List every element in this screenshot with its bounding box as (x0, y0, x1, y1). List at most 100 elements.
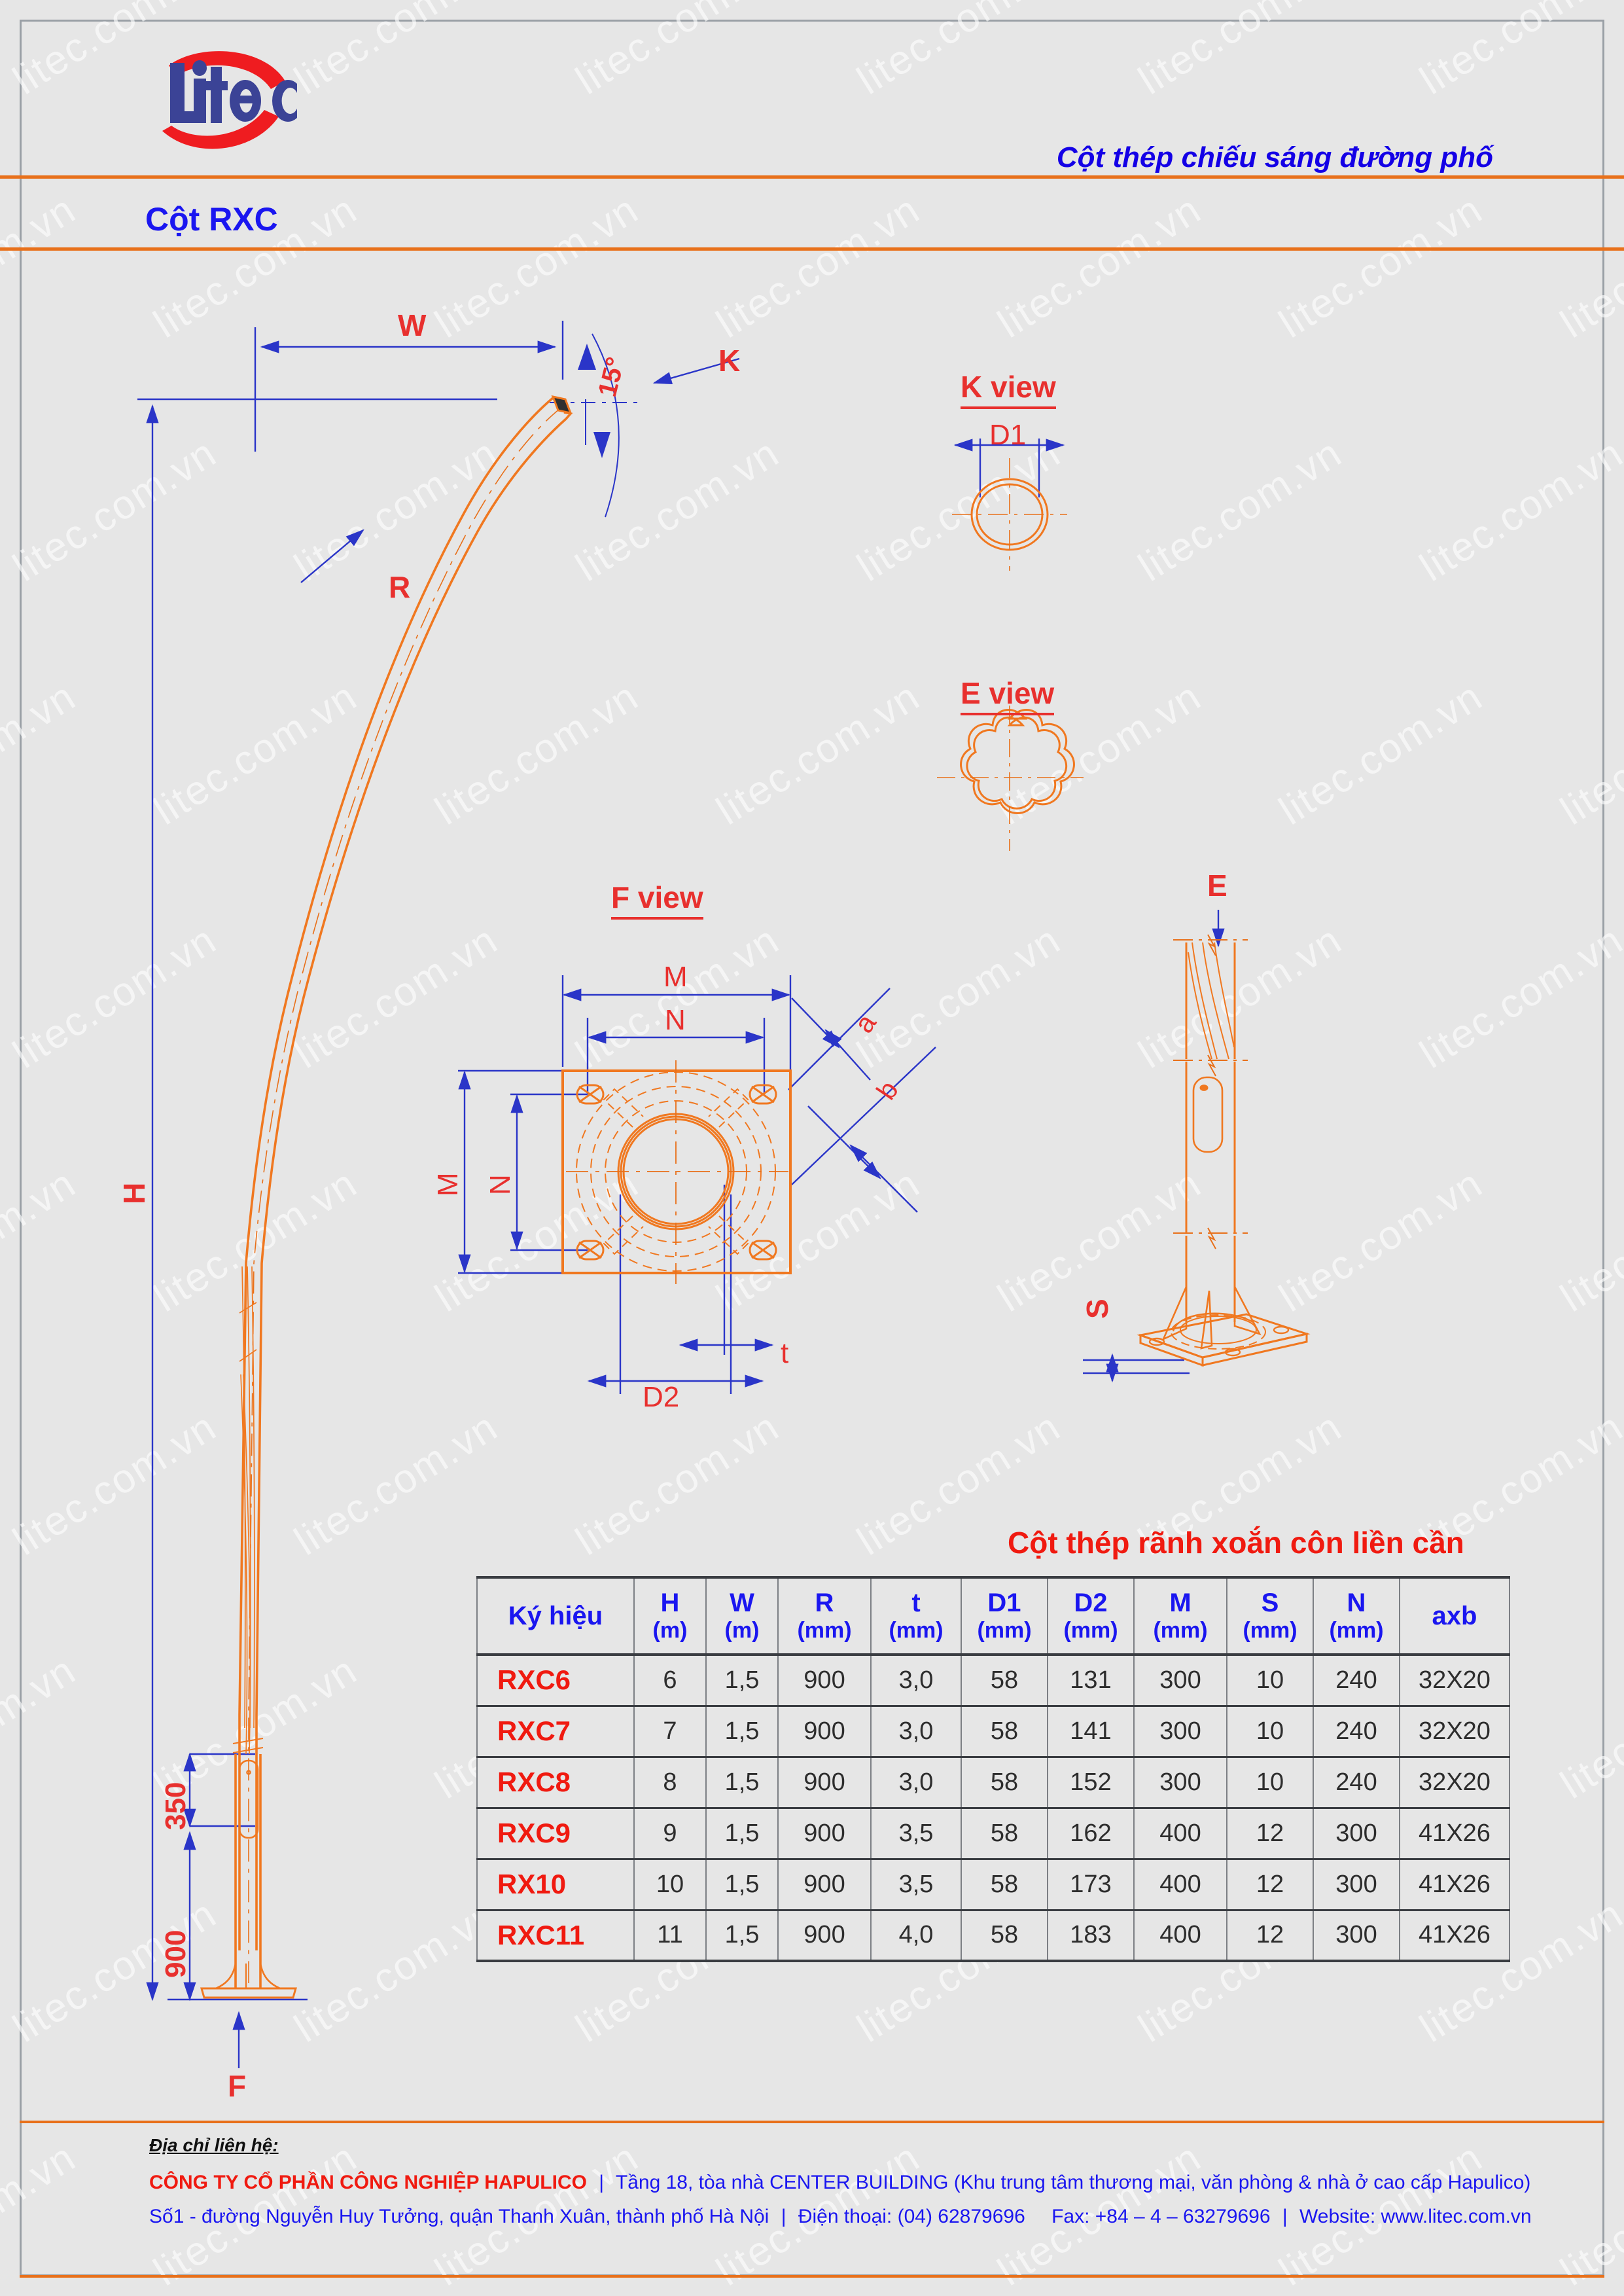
website-url[interactable]: Website: www.litec.com.vn (1299, 2206, 1532, 2227)
row-symbol: RXC9 (476, 1806, 635, 1859)
cell-R: 900 (777, 1806, 872, 1859)
table-col-header-n: N(mm) (1313, 1576, 1400, 1656)
cell-D1: 58 (961, 1857, 1048, 1910)
cell-axb: 41X26 (1399, 1909, 1510, 1962)
cell-t: 3,0 (870, 1755, 962, 1808)
contact-label: Địa chỉ liên hệ: (149, 2135, 279, 2155)
cell-D2: 152 (1047, 1755, 1135, 1808)
table-title: Cột thép rãnh xoắn côn liền cần (1008, 1526, 1464, 1560)
cell-W: 1,5 (705, 1755, 779, 1808)
cell-N: 240 (1313, 1755, 1400, 1808)
table-col-header-r: R(mm) (777, 1576, 872, 1656)
cell-axb: 41X26 (1399, 1857, 1510, 1910)
cell-axb: 32X20 (1399, 1653, 1510, 1706)
cell-M: 400 (1133, 1857, 1227, 1910)
table-col-header-axb: axb (1399, 1576, 1510, 1656)
row-symbol: RXC8 (476, 1755, 635, 1808)
e-view-title: E view (961, 675, 1055, 715)
table-col-header-ký-hiệu: Ký hiệu (476, 1576, 635, 1656)
cell-W: 1,5 (705, 1909, 779, 1962)
litec-logo (143, 47, 339, 152)
label-M-left: M (432, 1172, 464, 1196)
cell-axb: 32X20 (1399, 1704, 1510, 1757)
cell-N: 300 (1313, 1857, 1400, 1910)
cell-S: 12 (1226, 1806, 1314, 1859)
row-symbol: RX10 (476, 1857, 635, 1910)
header-rule-top (0, 175, 1624, 179)
cell-S: 12 (1226, 1857, 1314, 1910)
logo-graphic (162, 51, 297, 149)
f-view-title: F view (611, 880, 703, 920)
table-col-header-s: S(mm) (1226, 1576, 1314, 1656)
row-symbol: RXC11 (476, 1909, 635, 1962)
label-350: 350 (160, 1782, 192, 1830)
cell-D2: 183 (1047, 1909, 1135, 1962)
cell-R: 900 (777, 1857, 872, 1910)
cell-W: 1,5 (705, 1857, 779, 1910)
cell-axb: 32X20 (1399, 1755, 1510, 1808)
table-col-header-d1: D1(mm) (961, 1576, 1048, 1656)
footer-rule-bottom (20, 2275, 1604, 2278)
f-view-baseplate (561, 1060, 792, 1284)
cell-S: 10 (1226, 1755, 1314, 1808)
footer-separator-2: | (781, 2206, 786, 2227)
footer-separator-1: | (599, 2172, 605, 2193)
label-N-left: N (484, 1174, 516, 1195)
cell-axb: 41X26 (1399, 1806, 1510, 1859)
footer-line-2: Số1 - đường Nguyễn Huy Tưởng, quận Thanh… (149, 2206, 1532, 2228)
cell-R: 900 (777, 1755, 872, 1808)
label-M-top: M (663, 961, 688, 993)
cell-R: 900 (777, 1653, 872, 1706)
k-view-title: K view (961, 369, 1056, 409)
cell-H: 11 (633, 1909, 707, 1962)
label-K: K (718, 344, 741, 378)
cell-W: 1,5 (705, 1653, 779, 1706)
cell-M: 300 (1133, 1653, 1227, 1706)
table-col-header-m: M(mm) (1133, 1576, 1227, 1656)
footer-rule (20, 2121, 1604, 2123)
cell-W: 1,5 (705, 1806, 779, 1859)
cell-M: 400 (1133, 1909, 1227, 1962)
cell-S: 10 (1226, 1704, 1314, 1757)
cell-S: 12 (1226, 1909, 1314, 1962)
cell-D1: 58 (961, 1653, 1048, 1706)
cell-D2: 141 (1047, 1704, 1135, 1757)
cell-H: 6 (633, 1653, 707, 1706)
table-col-header-h: H(m) (633, 1576, 707, 1656)
page-header: Cột thép chiếu sáng đường phố (0, 0, 1624, 175)
cell-H: 8 (633, 1755, 707, 1808)
cell-H: 10 (633, 1857, 707, 1910)
address-line-2: Số1 - đường Nguyễn Huy Tưởng, quận Thanh… (149, 2206, 769, 2227)
cell-W: 1,5 (705, 1704, 779, 1757)
label-N-top: N (665, 1004, 686, 1036)
cell-D1: 58 (961, 1755, 1048, 1808)
cell-N: 300 (1313, 1909, 1400, 1962)
cell-M: 400 (1133, 1806, 1227, 1859)
dimension-lines (137, 321, 1225, 2068)
label-S: S (1080, 1299, 1114, 1319)
label-t: t (781, 1337, 789, 1369)
cell-N: 300 (1313, 1806, 1400, 1859)
e-view-profile (960, 709, 1075, 814)
cell-S: 10 (1226, 1653, 1314, 1706)
label-E: E (1207, 869, 1227, 903)
cell-H: 7 (633, 1704, 707, 1757)
label-D1: D1 (989, 419, 1027, 451)
phone-number: Điện thoại: (04) 62879696 (798, 2206, 1025, 2227)
cell-D1: 58 (961, 1806, 1048, 1859)
pole-geometry (200, 395, 1311, 1999)
cell-N: 240 (1313, 1653, 1400, 1706)
header-rule-bottom (0, 247, 1624, 251)
cell-M: 300 (1133, 1704, 1227, 1757)
company-name: CÔNG TY CỔ PHẦN CÔNG NGHIỆP HAPULICO (149, 2172, 587, 2193)
cell-t: 3,0 (870, 1704, 962, 1757)
cell-D2: 173 (1047, 1857, 1135, 1910)
